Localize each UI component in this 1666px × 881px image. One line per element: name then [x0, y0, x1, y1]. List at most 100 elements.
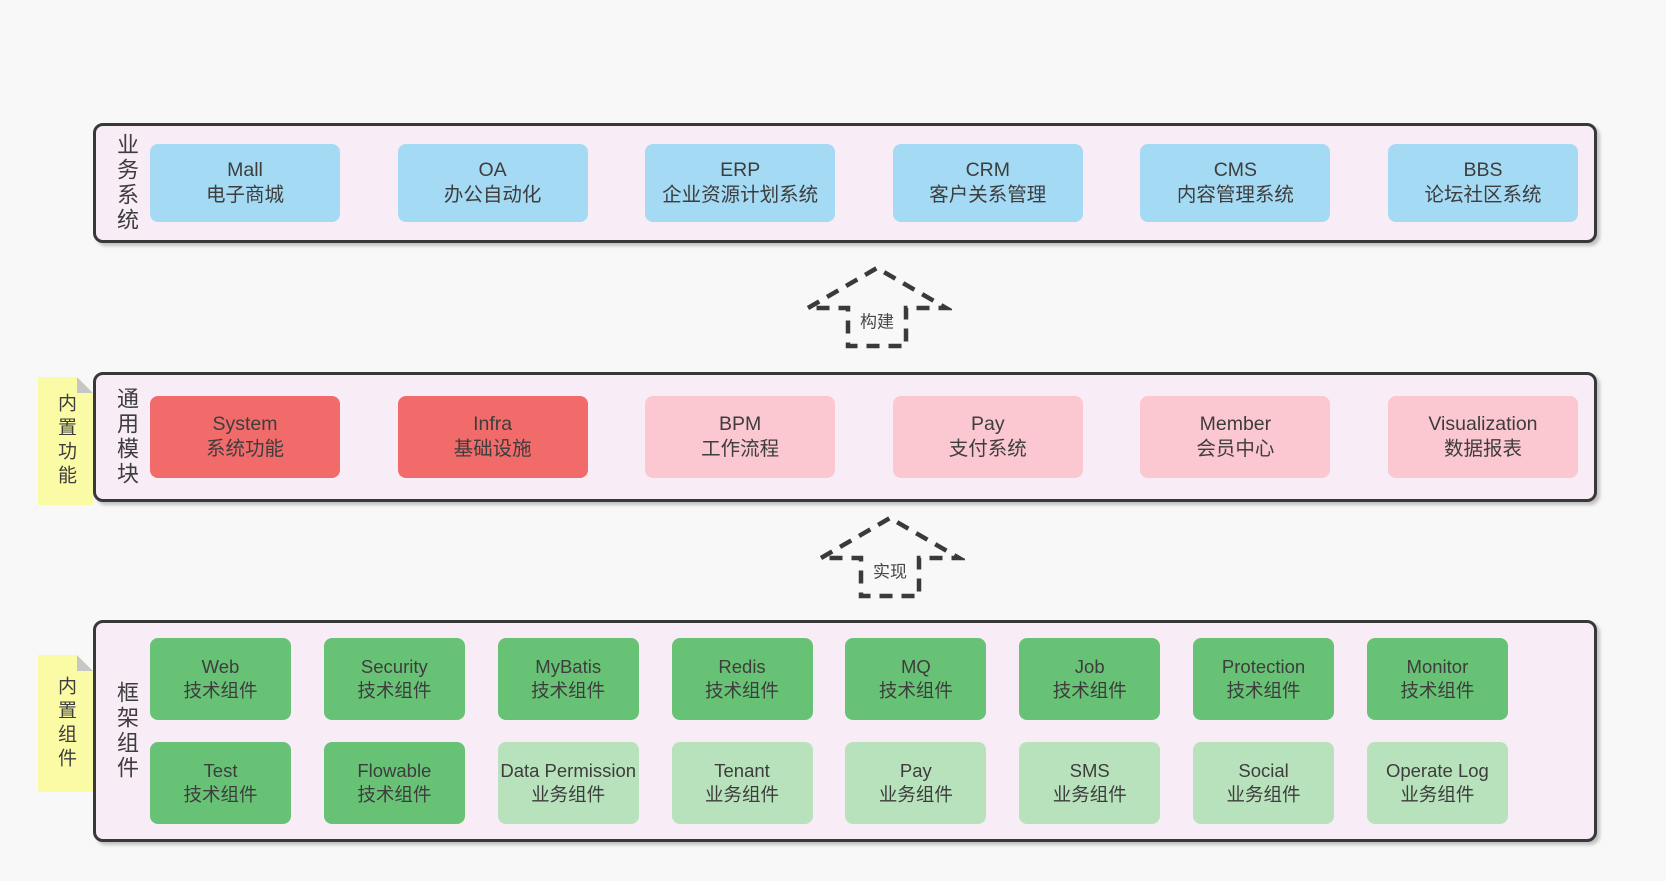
module-box-test: Test 技术组件	[150, 742, 291, 824]
module-box-name: MQ	[900, 656, 931, 677]
sticky-note-label: 内置功能	[55, 393, 76, 489]
module-box-name: Flowable	[357, 760, 432, 781]
module-box-desc: 技术组件	[357, 784, 432, 805]
module-box-mq: MQ 技术组件	[845, 638, 987, 720]
module-box-name: Social	[1238, 760, 1289, 781]
module-box-mybatis: MyBatis 技术组件	[497, 638, 639, 720]
sticky-note-built-in-features: 内置功能	[38, 377, 93, 505]
module-box-desc: 办公自动化	[443, 184, 542, 206]
module-box-name: CMS	[1213, 159, 1258, 181]
module-box-desc: 技术组件	[1052, 680, 1127, 701]
band-label-business-systems: 业务系统	[114, 133, 139, 233]
module-box-desc: 技术组件	[1400, 680, 1475, 701]
module-box-desc: 业务组件	[531, 784, 606, 805]
module-box-protection: Protection 技术组件	[1193, 638, 1335, 720]
module-box-desc: 技术组件	[705, 680, 780, 701]
module-box-desc: 论坛社区系统	[1424, 184, 1542, 206]
note-fold-corner-icon	[77, 655, 93, 671]
module-box-data-permission: Data Permission 业务组件	[497, 742, 639, 824]
module-box-desc: 系统功能	[205, 438, 284, 460]
module-box-desc: 技术组件	[531, 680, 606, 701]
module-box-desc: 技术组件	[357, 680, 432, 701]
module-box-desc: 技术组件	[183, 784, 258, 805]
module-box-name: Security	[360, 656, 428, 677]
module-box-name: System	[212, 413, 278, 435]
sticky-note-label: 内置组件	[55, 675, 76, 772]
module-box-system: System 系统功能	[150, 396, 340, 478]
module-box-name: OA	[478, 159, 507, 181]
implement-arrow-label: 实现	[870, 555, 910, 585]
build-arrow-label: 构建	[857, 305, 897, 335]
band-label-framework-components: 框架组件	[114, 681, 139, 781]
dashed-up-arrow-icon	[802, 265, 952, 349]
implement-arrow-icon: 实现	[815, 512, 965, 600]
module-box-name: Web	[201, 656, 240, 677]
module-box-oa: OA 办公自动化	[397, 144, 588, 222]
module-box-name: Pay	[899, 760, 932, 781]
module-box-name: Job	[1074, 656, 1105, 677]
module-box-monitor: Monitor 技术组件	[1366, 638, 1508, 720]
module-box-desc: 内容管理系统	[1176, 184, 1294, 206]
module-box-desc: 工作流程	[701, 438, 780, 460]
module-box-job: Job 技术组件	[1019, 638, 1161, 720]
module-box-name: Operate Log	[1385, 760, 1489, 781]
module-box-mall: Mall 电子商城	[150, 144, 340, 222]
module-box-name: Tenant	[714, 760, 770, 781]
note-fold-corner-icon	[77, 377, 93, 393]
module-box-security: Security 技术组件	[323, 638, 465, 720]
module-box-desc: 业务组件	[1226, 784, 1301, 805]
module-box-name: BPM	[719, 413, 762, 435]
module-box-desc: 业务组件	[1052, 784, 1127, 805]
module-box-desc: 业务组件	[878, 784, 953, 805]
module-box-name: Protection	[1221, 656, 1306, 677]
module-box-cms: CMS 内容管理系统	[1140, 144, 1331, 222]
module-box-social: Social 业务组件	[1193, 742, 1335, 824]
module-box-desc: 支付系统	[948, 438, 1027, 460]
module-box-name: BBS	[1463, 159, 1503, 181]
dashed-up-arrow-icon	[815, 515, 965, 599]
module-box-erp: ERP 企业资源计划系统	[645, 144, 836, 222]
module-box-flowable: Flowable 技术组件	[323, 742, 465, 824]
module-box-desc: 技术组件	[183, 680, 258, 701]
module-box-sms: SMS 业务组件	[1019, 742, 1161, 824]
module-box-desc: 技术组件	[1226, 680, 1301, 701]
module-box-bbs: BBS 论坛社区系统	[1387, 144, 1578, 222]
module-box-name: Mall	[227, 159, 263, 181]
module-box-name: CRM	[965, 159, 1010, 181]
module-box-name: ERP	[720, 159, 761, 181]
module-box-name: SMS	[1069, 760, 1110, 781]
module-box-desc: 企业资源计划系统	[662, 184, 819, 206]
module-box-name: Test	[203, 760, 238, 781]
module-box-desc: 业务组件	[705, 784, 780, 805]
module-box-desc: 电子商城	[205, 184, 284, 206]
module-box-name: MyBatis	[535, 656, 602, 677]
module-box-desc: 数据报表	[1443, 438, 1522, 460]
sticky-note-built-in-components: 内置组件	[38, 655, 93, 792]
module-box-name: Data Permission	[500, 760, 637, 781]
module-box-name: Monitor	[1406, 656, 1469, 677]
module-box-name: Member	[1199, 413, 1272, 435]
module-box-tenant: Tenant 业务组件	[671, 742, 813, 824]
build-arrow-icon: 构建	[802, 262, 952, 350]
module-box-web: Web 技术组件	[150, 638, 291, 720]
module-box-desc: 基础设施	[453, 438, 532, 460]
module-box-pay: Pay 业务组件	[845, 742, 987, 824]
band-label-common-modules: 通用模块	[114, 387, 139, 487]
module-box-desc: 技术组件	[878, 680, 953, 701]
